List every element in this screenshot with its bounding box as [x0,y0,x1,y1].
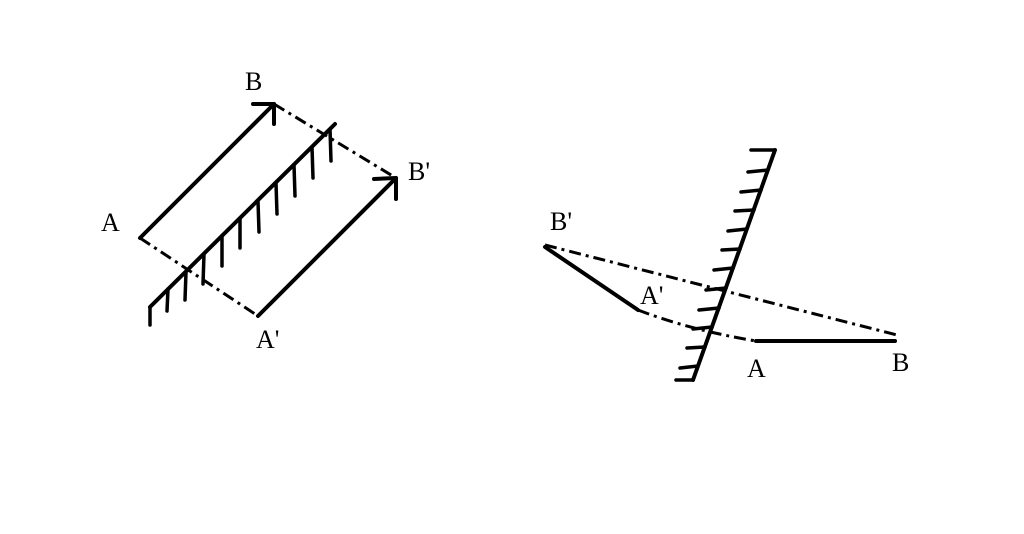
right-label-A-prime: A' [640,281,663,310]
right-label-B: B [892,348,909,377]
right-image-segment-A-prime-B-prime [543,245,640,312]
left-label-A: A [101,208,120,237]
left-object-arrow-AB [138,102,276,240]
left-image-arrow-A-prime-B-prime [256,176,398,318]
right-dashed-line-B-prime-to-B [544,243,898,337]
left-label-B: B [245,67,262,96]
right-reflection-diagram: B' A' A B [543,148,909,383]
right-dashed-line-A-prime-to-A [637,308,757,343]
left-label-A-prime: A' [256,325,279,354]
right-label-A: A [747,354,766,383]
left-label-B-prime: B' [408,157,430,186]
right-label-B-prime: B' [550,207,572,236]
left-mirror-hatching [148,127,333,327]
right-mirror-hatching [674,148,777,382]
left-reflection-diagram: A B A' B' [101,67,430,354]
left-mirror-line [148,122,337,309]
left-dashed-line-B-to-B-prime [273,102,397,180]
left-dashed-line-A-to-A-prime [139,236,259,318]
